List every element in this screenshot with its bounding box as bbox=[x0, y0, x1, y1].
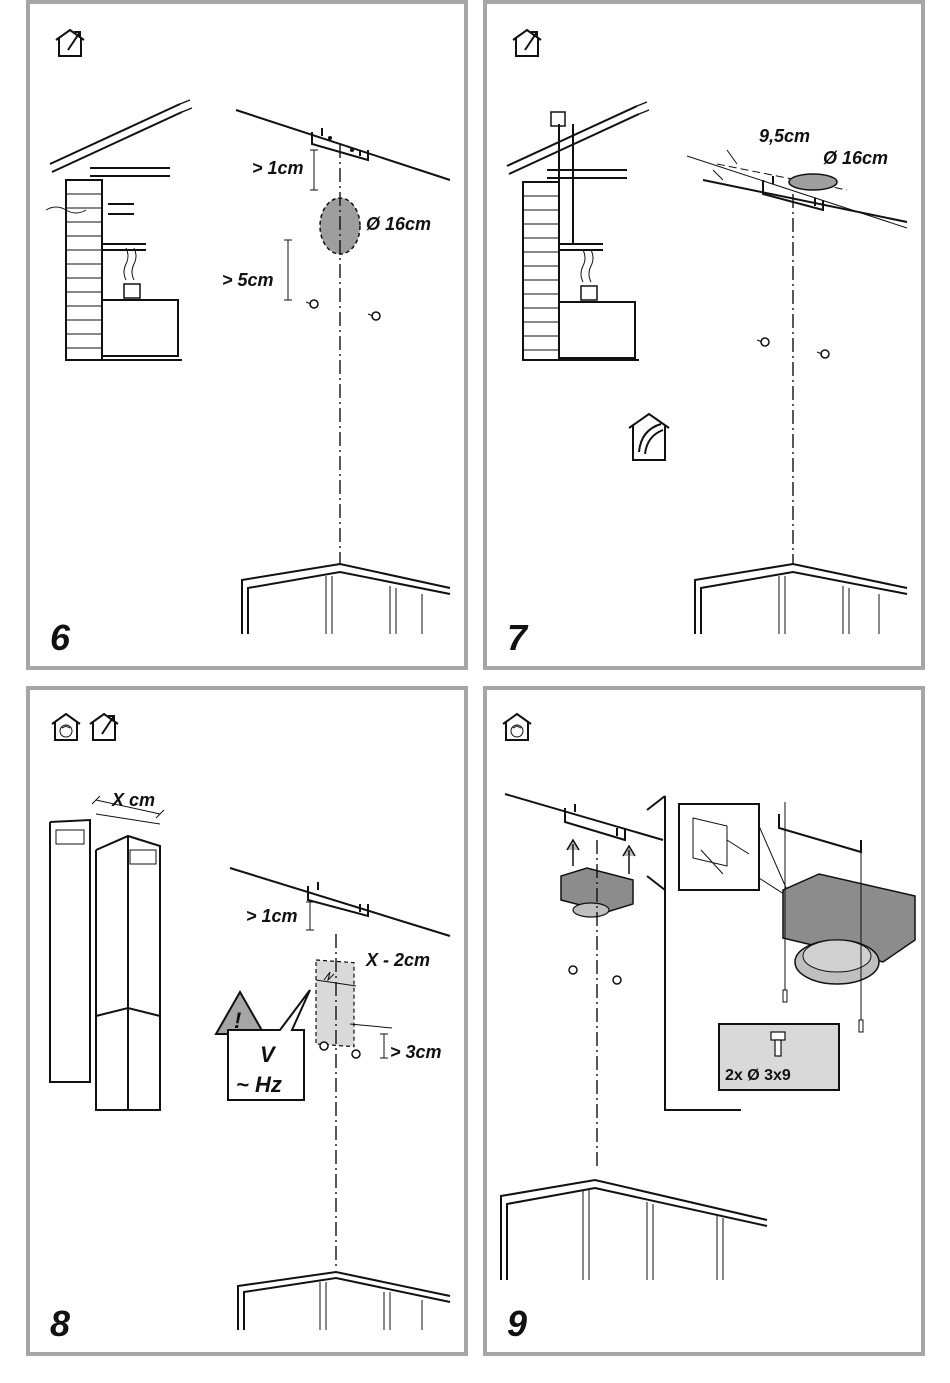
kitchen-wall-scene bbox=[46, 100, 192, 360]
house-recirculation-icon bbox=[52, 714, 80, 740]
screw-marker bbox=[569, 966, 577, 974]
screw-marker bbox=[817, 350, 829, 358]
gap-top-label: > 1cm bbox=[252, 158, 304, 178]
gap-bottom-label: > 5cm bbox=[222, 270, 274, 290]
screw-marker bbox=[783, 990, 787, 1002]
house-exhaust-icon bbox=[90, 714, 118, 740]
gap-side-label: > 3cm bbox=[390, 1042, 442, 1062]
house-duct-icon bbox=[629, 414, 669, 460]
diameter-label: Ø 16cm bbox=[366, 214, 431, 234]
step-6-panel: > 1cm Ø 16cm > 5cm 6 bbox=[26, 0, 468, 670]
zone-width-label: X - 2cm bbox=[365, 950, 430, 970]
electrical-zone bbox=[316, 960, 354, 1047]
screw-marker bbox=[352, 1050, 360, 1058]
step-9-panel: 2x Ø 3x9 9 bbox=[483, 686, 925, 1356]
hood-cabinet bbox=[242, 564, 450, 634]
frequency-label: ~ Hz bbox=[236, 1072, 282, 1097]
step-number: 6 bbox=[50, 617, 71, 658]
kitchen-wall-scene bbox=[507, 102, 649, 360]
step-number: 7 bbox=[507, 617, 529, 658]
filter-unit bbox=[779, 814, 915, 984]
step-7-panel: 9,5cm Ø 16cm 7 bbox=[483, 0, 925, 670]
screw-marker bbox=[320, 1042, 328, 1050]
voltage-label: V bbox=[260, 1042, 277, 1067]
width-label: X cm bbox=[111, 790, 155, 810]
offset-label: 9,5cm bbox=[759, 126, 810, 146]
screw-marker bbox=[613, 976, 621, 984]
gap-top-label: > 1cm bbox=[246, 906, 298, 926]
step-9-illustration: 2x Ø 3x9 9 bbox=[487, 690, 921, 1352]
diameter-label: Ø 16cm bbox=[823, 148, 888, 168]
step-7-illustration: 9,5cm Ø 16cm 7 bbox=[487, 4, 921, 666]
arrow-up-icon bbox=[567, 840, 579, 866]
arrow-up-icon bbox=[623, 846, 635, 874]
screw-marker bbox=[306, 300, 318, 308]
hood-cabinet bbox=[695, 564, 907, 634]
house-exhaust-icon bbox=[56, 30, 84, 56]
screw-marker bbox=[859, 1020, 863, 1032]
house-recirculation-icon bbox=[503, 714, 531, 740]
screw-marker bbox=[757, 338, 769, 346]
hood-cabinet bbox=[501, 1180, 767, 1280]
chimney-cover bbox=[50, 814, 160, 1110]
detail-inset bbox=[679, 804, 759, 890]
wall-bracket bbox=[308, 882, 368, 916]
screw-spec-label: 2x Ø 3x9 bbox=[725, 1067, 791, 1084]
wall-bracket bbox=[565, 804, 625, 840]
warning-icon: ! bbox=[216, 992, 264, 1034]
screw-marker bbox=[368, 312, 380, 320]
hood-cabinet bbox=[238, 1272, 450, 1330]
house-exhaust-icon bbox=[513, 30, 541, 56]
step-8-illustration: ! X cm > 1cm X - 2cm > 3cm V ~ Hz 8 bbox=[30, 690, 464, 1352]
step-8-panel: ! X cm > 1cm X - 2cm > 3cm V ~ Hz 8 bbox=[26, 686, 468, 1356]
step-number: 8 bbox=[50, 1303, 70, 1344]
step-number: 9 bbox=[507, 1303, 527, 1344]
step-6-illustration: > 1cm Ø 16cm > 5cm 6 bbox=[30, 4, 464, 666]
